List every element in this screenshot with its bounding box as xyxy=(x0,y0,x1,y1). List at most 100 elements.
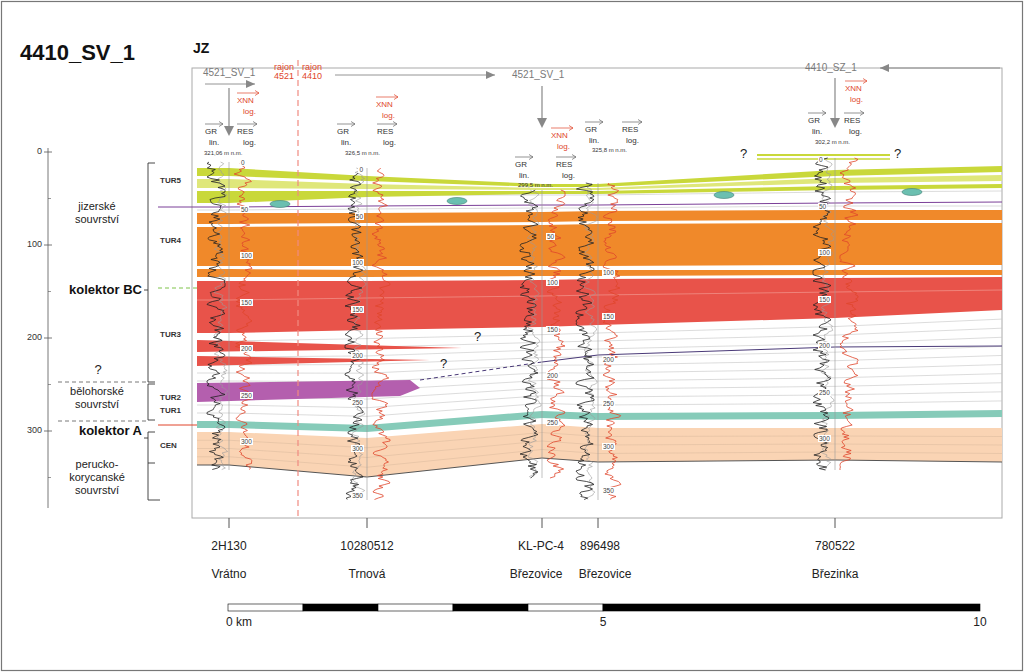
log-depth-number: 250 xyxy=(351,399,364,406)
well-log xyxy=(835,518,836,528)
scale-bar xyxy=(603,604,980,611)
stratigraphic-column xyxy=(148,384,155,420)
log-depth-number: 300 xyxy=(351,445,364,452)
marker-bed xyxy=(902,189,922,196)
log-depth-number: 250 xyxy=(240,392,253,399)
uncertainty-mark: ? xyxy=(474,330,481,345)
scale-bar xyxy=(228,604,303,611)
log-depth-number: 150 xyxy=(546,326,559,333)
well-log xyxy=(352,168,366,500)
stratigraphic-column xyxy=(48,384,51,385)
stratigraphic-column xyxy=(44,148,197,508)
stratigraphic-column xyxy=(148,432,155,463)
strata xyxy=(197,355,1002,373)
strata xyxy=(197,210,1002,224)
well-log xyxy=(234,162,252,470)
uncertainty-mark: ? xyxy=(440,357,447,372)
elevation-label: 299,5 m n.m. xyxy=(518,182,553,189)
arrow xyxy=(845,79,867,84)
arrow xyxy=(297,60,298,518)
locality-name: Březovice xyxy=(579,568,632,582)
log-depth-number: 150 xyxy=(240,299,253,306)
strata xyxy=(197,380,420,402)
stratigraphic-column xyxy=(158,425,197,426)
arrow xyxy=(237,91,259,96)
section-link-label: 4410_SZ_1 xyxy=(805,62,857,74)
log-curve-label: RES xyxy=(844,116,860,125)
log-curve-label: RES xyxy=(377,127,393,136)
marker-bed xyxy=(714,192,734,199)
unit-code: TUR4 xyxy=(160,236,181,245)
strata xyxy=(197,441,1002,458)
arrow xyxy=(880,64,889,72)
well-log xyxy=(542,190,543,478)
log-curve-label: XNN xyxy=(376,100,393,109)
unit-code: TUR3 xyxy=(160,330,181,339)
log-curve-label: GR xyxy=(808,116,820,125)
log-curve-label: log. xyxy=(383,138,396,147)
log-depth-number: 100 xyxy=(546,279,559,286)
log-depth-number: 50 xyxy=(240,206,249,213)
frame xyxy=(192,68,1002,518)
arrow xyxy=(844,111,864,116)
arrow xyxy=(205,60,1000,518)
unit-code: TUR1 xyxy=(160,406,181,415)
well-log xyxy=(603,183,621,500)
district-label: rajon 4410 xyxy=(302,63,330,82)
well-log xyxy=(542,518,543,528)
stratigraphic-column xyxy=(144,438,148,439)
log-curve-label: log. xyxy=(850,95,863,104)
arrow xyxy=(228,88,229,128)
marker-bed xyxy=(270,155,922,208)
scale-bar xyxy=(528,604,603,611)
log-depth-number: 250 xyxy=(546,419,559,426)
arrow xyxy=(337,122,355,127)
depth-axis-number: 0 xyxy=(37,146,42,156)
well-log xyxy=(367,518,368,528)
well-log xyxy=(598,183,599,500)
arrow xyxy=(515,155,533,160)
log-depth-number: 300 xyxy=(818,435,831,442)
formation-name: perucko-korycanské souvrství xyxy=(55,458,139,498)
marker-bed xyxy=(270,201,290,208)
well-log xyxy=(840,158,858,470)
arrow xyxy=(830,118,840,128)
formation-name: bělohorské souvrství xyxy=(55,385,139,411)
arrow xyxy=(808,111,826,116)
log-curve-label: RES xyxy=(622,125,638,134)
log-depth-number: 350 xyxy=(351,492,364,499)
depth-axis-number: 100 xyxy=(27,239,42,249)
well-log xyxy=(835,158,836,470)
well-id: KL-PC-4 xyxy=(518,540,564,554)
stratigraphic-column xyxy=(158,288,197,289)
well-id: 10280512 xyxy=(340,540,393,554)
formation-name: jizerské souvrství xyxy=(55,200,139,226)
log-depth-number: 50 xyxy=(355,213,364,220)
well-log xyxy=(598,518,599,528)
log-depth-number: 200 xyxy=(818,342,831,349)
arrow xyxy=(224,126,234,136)
log-curve-label: GR xyxy=(515,160,527,169)
scale-bar xyxy=(303,604,378,611)
stratigraphic-column xyxy=(44,431,52,432)
log-curve-label: lin. xyxy=(519,171,529,180)
uncertainty-mark: ? xyxy=(894,147,901,162)
stratigraphic-column xyxy=(48,291,51,292)
strata xyxy=(197,290,1002,300)
log-depth-number: 250 xyxy=(602,400,615,407)
elevation-label: 321,06 m n.m. xyxy=(204,150,242,157)
title: 4410_SV_1 xyxy=(20,40,135,65)
arrow xyxy=(377,122,397,127)
log-curve-label: lin. xyxy=(589,136,599,145)
strata xyxy=(197,166,1002,477)
stratigraphic-column xyxy=(158,207,197,208)
district-label: rajon 4521 xyxy=(266,63,294,82)
arrow xyxy=(556,155,576,160)
log-curve-label: log. xyxy=(626,136,639,145)
strata xyxy=(197,424,1002,477)
strata xyxy=(197,433,1002,448)
arrow xyxy=(585,120,603,125)
